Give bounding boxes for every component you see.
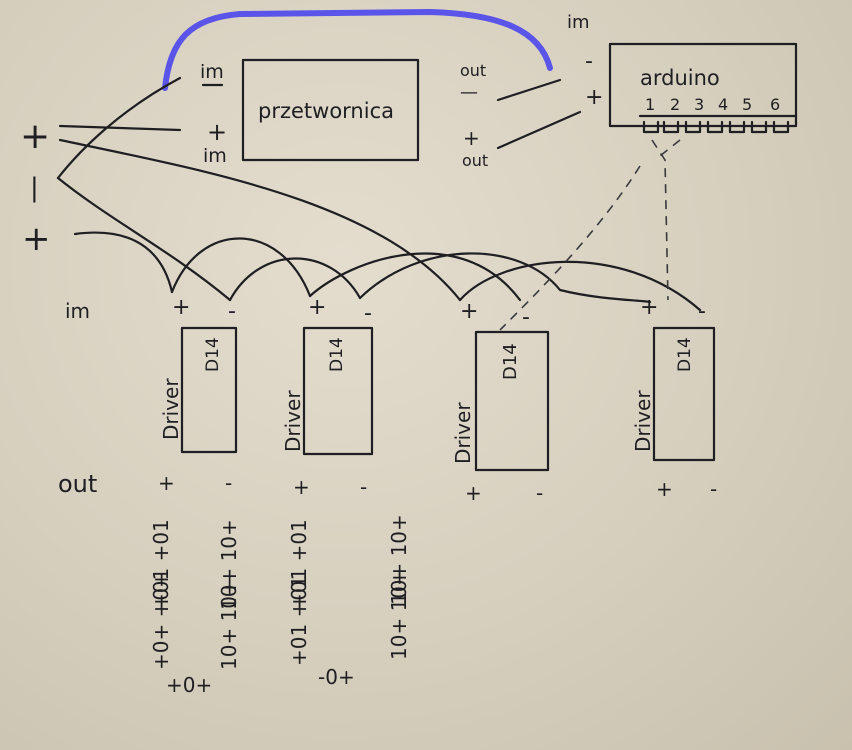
driver-3-in-minus: -	[522, 305, 530, 330]
arduino-label: arduino	[640, 66, 720, 90]
driver-2-in-minus: -	[364, 301, 372, 326]
led-label: +0+ +0+	[149, 571, 173, 670]
row-label-in: im	[65, 299, 90, 323]
led-label: +01 +01	[287, 575, 311, 666]
arduino-pin-3: 3	[694, 95, 704, 114]
arduino-pin-1: 1	[645, 95, 655, 114]
rail-plus-top: +	[20, 116, 50, 157]
arduino-pin-4: 4	[718, 95, 728, 114]
driver-4-in-plus: +	[640, 295, 658, 320]
signal-wire-pin1	[651, 139, 669, 301]
led-label: +01 +01	[287, 519, 311, 610]
converter-out-plus-sub: out	[462, 151, 488, 170]
signal-wire-pin2b	[654, 139, 681, 161]
converter-in-minus-label: im	[200, 61, 224, 83]
driver-2-box	[302, 326, 374, 456]
arduino-in-label: im	[567, 12, 590, 33]
arduino-pin-6: 6	[770, 95, 780, 114]
signal-wire-pin2	[499, 165, 641, 331]
driver-3-label: Driver	[451, 402, 475, 464]
driver-1-out-minus: -	[225, 471, 232, 495]
arduino-pins: 1 2 3 4 5 6	[645, 95, 780, 114]
driver-2-chip: D14	[327, 337, 347, 372]
driver-2-in-plus: +	[308, 295, 326, 320]
driver-2-label: Driver	[281, 390, 305, 452]
rail-minus: |	[30, 173, 39, 203]
driver-4-out-minus: -	[710, 477, 717, 501]
wire-converter-out-minus	[496, 78, 562, 102]
wire-converter-minus-to-rail	[56, 76, 182, 180]
driver-1: + - D14 Driver + -	[158, 295, 238, 495]
wire-rail-arc-5	[458, 260, 702, 312]
rail-plus-bottom: +	[22, 219, 51, 259]
driver-3-box	[474, 330, 550, 472]
wire-minus-to-driver1	[56, 176, 232, 302]
driver-2-out-minus: -	[360, 475, 367, 499]
driver-3-in-plus: +	[460, 299, 478, 324]
led-label: 10+ 10+	[217, 579, 241, 670]
driver-4-chip: D14	[675, 337, 695, 372]
wire-rail-arc-4	[358, 252, 652, 304]
wire-plus-bottom-rail	[73, 231, 174, 294]
converter-label: przetwornica	[258, 99, 394, 123]
driver-4-label: Driver	[631, 390, 655, 452]
driver-1-label: Driver	[159, 378, 183, 440]
arduino-pin-2: 2	[670, 95, 680, 114]
converter-out-top-label: out	[460, 61, 486, 80]
driver-2-out-plus: +	[293, 475, 310, 499]
wire-converter-out-plus	[496, 110, 582, 150]
wire-rail-arc-2	[228, 257, 362, 302]
driver-4-out-plus: +	[656, 477, 673, 501]
wire-rail-arc-1	[170, 237, 312, 298]
wire-plus-long	[58, 138, 462, 302]
driver-4-box	[652, 326, 716, 462]
driver-2: + - D14 Driver + -	[281, 295, 374, 499]
converter-box	[241, 58, 420, 162]
highlighted-wire	[162, 8, 553, 91]
row-label-out: out	[58, 470, 97, 498]
wire-plus-to-converter	[58, 124, 182, 132]
arduino-pin-5: 5	[742, 95, 752, 114]
led-label: +01 +01	[149, 519, 173, 610]
converter-in-plus-sub: im	[203, 145, 227, 167]
arduino-plus-label: +	[585, 85, 603, 110]
driver-3-out-plus: +	[465, 481, 482, 505]
arduino-pin-sockets	[642, 120, 790, 134]
converter-out-minus-label: —	[460, 82, 478, 103]
led-label: -0+	[318, 665, 355, 689]
driver-1-box	[180, 326, 238, 454]
led-label: 10+ 10+	[387, 514, 411, 605]
led-label: +0+	[166, 673, 212, 697]
driver-4-in-minus: -	[698, 299, 706, 324]
arduino-minus-label: -	[585, 49, 593, 74]
led-labels: +01 +01 10+ 10+ +01 +01 10+ 10+ +0+ +0+ …	[149, 514, 411, 697]
driver-4: + - D14 Driver + -	[631, 295, 717, 501]
driver-3-out-minus: -	[536, 481, 543, 505]
led-label: 10+ 10+	[217, 519, 241, 610]
driver-3-chip: D14	[500, 343, 521, 380]
led-label: 10+ 10+	[387, 569, 411, 660]
converter-in-plus-label: +	[207, 118, 227, 146]
converter-out-plus-label: +	[463, 126, 480, 150]
driver-1-out-plus: +	[158, 471, 175, 495]
driver-1-in-plus: +	[172, 295, 190, 320]
driver-1-chip: D14	[203, 337, 223, 372]
driver-3: + - D14 Driver + -	[451, 299, 550, 505]
driver-1-in-minus: -	[228, 299, 236, 324]
arduino-box	[608, 42, 798, 128]
